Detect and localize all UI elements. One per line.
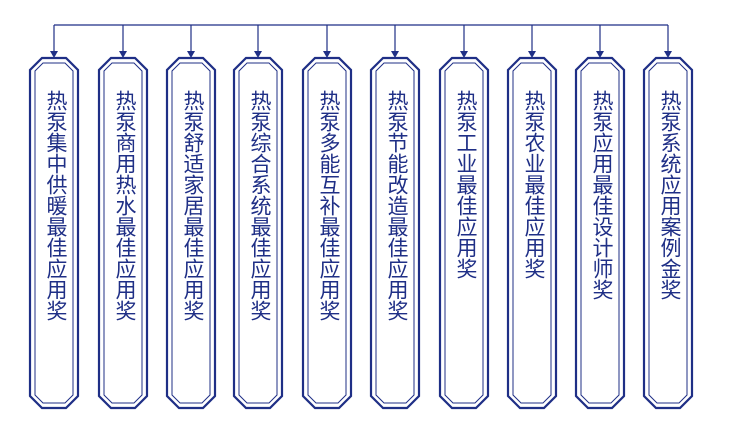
arrow-head (50, 51, 58, 58)
arrow-head (528, 51, 536, 58)
award-box-outer (506, 56, 558, 410)
award-label: 热泵系统应用案例金奖 (658, 90, 682, 300)
award-box-inner (103, 62, 143, 404)
award-label: 热泵节能改造最佳应用奖 (385, 90, 409, 321)
award-box-outer (28, 56, 80, 410)
arrow-head (664, 51, 672, 58)
award-box-inner (34, 62, 74, 404)
arrow-head (460, 51, 468, 58)
award-label: 热泵农业最佳应用奖 (522, 90, 546, 279)
award-label: 热泵集中供暖最佳应用奖 (44, 90, 68, 321)
award-label: 热泵工业最佳应用奖 (454, 90, 478, 279)
award-box-inner (171, 62, 211, 404)
award-box-outer (232, 56, 284, 410)
arrow-head (119, 51, 127, 58)
award-box-outer (642, 56, 694, 410)
arrow-head (254, 51, 262, 58)
award-box-outer (97, 56, 149, 410)
award-box-outer (574, 56, 626, 410)
award-label: 热泵综合系统最佳应用奖 (248, 90, 272, 321)
award-box-inner (444, 62, 484, 404)
award-box-outer (301, 56, 353, 410)
award-label: 热泵应用最佳设计师奖 (590, 90, 614, 300)
award-box-outer (165, 56, 217, 410)
award-label: 热泵商用热水最佳应用奖 (113, 90, 137, 321)
award-label: 热泵多能互补最佳应用奖 (317, 90, 341, 321)
arrow-head (391, 51, 399, 58)
award-box-inner (307, 62, 347, 404)
award-box-inner (238, 62, 278, 404)
award-box-inner (512, 62, 552, 404)
award-box-inner (580, 62, 620, 404)
arrow-head (596, 51, 604, 58)
arrow-head (187, 51, 195, 58)
award-box-outer (438, 56, 490, 410)
award-box-inner (375, 62, 415, 404)
award-box-outer (369, 56, 421, 410)
arrow-head (323, 51, 331, 58)
award-label: 热泵舒适家居最佳应用奖 (181, 90, 205, 321)
award-box-inner (648, 62, 688, 404)
